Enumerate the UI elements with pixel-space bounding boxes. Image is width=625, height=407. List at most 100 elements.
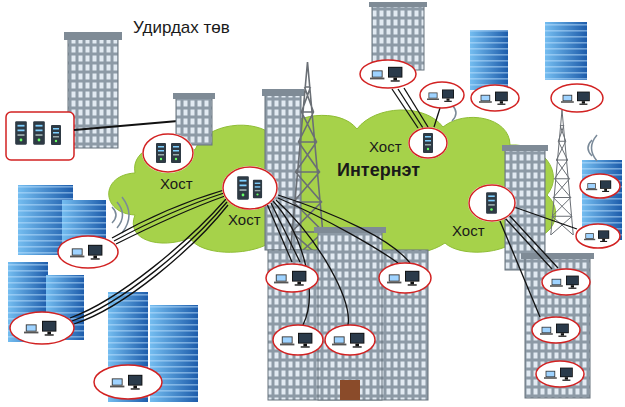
office-computers [273, 325, 323, 355]
host-circle: Хост [142, 133, 194, 173]
host-label: Хост [160, 175, 193, 192]
office-building [521, 253, 594, 259]
internet-cloud: ИнтернэтХостХостХостХост [95, 95, 565, 255]
cloud-shape [109, 110, 556, 255]
network-cable [273, 201, 309, 325]
office-computers [551, 84, 603, 112]
host-outline [468, 184, 516, 222]
host-building [173, 93, 215, 99]
host-outline [142, 133, 194, 173]
control-center-label: Удирдах төв [133, 18, 230, 38]
glass-building [470, 30, 508, 90]
glass-building [470, 30, 508, 90]
text-holder: Хост [228, 211, 261, 228]
office-computers [360, 60, 416, 88]
host-building [502, 145, 548, 151]
text-holder: Хост [369, 138, 402, 155]
host-server-icons [486, 192, 497, 214]
text-holder: Хост [452, 222, 485, 239]
server-room-box [33, 121, 45, 144]
host-server-icons [253, 180, 262, 198]
host-server-icons [237, 176, 249, 199]
office-computers [332, 333, 364, 348]
host-circle: Хост [222, 166, 278, 210]
office-computers [280, 333, 312, 348]
host-server-icons [468, 184, 516, 222]
office-computers [532, 317, 580, 343]
office-computers [550, 276, 579, 289]
host-server-icons [171, 143, 181, 163]
office-computers [266, 264, 318, 292]
office-building [521, 253, 594, 398]
office-computers [10, 312, 74, 344]
text-holder: Хост [160, 175, 193, 192]
host-outline [222, 166, 278, 210]
glass-building [470, 22, 587, 90]
wireless-signal [592, 135, 598, 161]
host-outline [408, 127, 448, 159]
office-computers [274, 271, 306, 286]
glass-building [545, 22, 587, 80]
office-building [369, 2, 427, 7]
glass-building [545, 22, 587, 80]
office-computers [58, 236, 118, 268]
host-circle: Хост [408, 127, 448, 159]
office-computers [586, 180, 611, 192]
office-computers [387, 271, 419, 286]
text-holder: Интернэт [337, 160, 420, 181]
office-computers [479, 92, 508, 105]
host-outline [223, 167, 277, 209]
office-computers [94, 365, 162, 399]
office-computers [10, 60, 620, 399]
text-holder: Удирдах төв [133, 18, 230, 38]
network-cable [500, 221, 540, 317]
office-computers [576, 224, 620, 248]
network-cable [514, 207, 577, 229]
control-center-building [68, 38, 118, 148]
office-computers [70, 245, 102, 260]
control-center-building [64, 32, 122, 40]
glass-building [108, 292, 148, 402]
control-link-wire [74, 121, 178, 130]
internet-label: Интернэт [337, 160, 420, 181]
office-computers [542, 269, 590, 295]
host-outline [469, 185, 515, 221]
office-computers [379, 263, 431, 293]
office-computers [325, 325, 375, 355]
host-label: Хост [228, 211, 261, 228]
office-computers [584, 230, 609, 242]
office-computers [544, 368, 573, 381]
office-building [369, 2, 427, 70]
host-building [262, 89, 304, 96]
wireless-signal [112, 207, 116, 223]
server-room-box [6, 112, 74, 160]
office-building [340, 380, 360, 400]
server-room-box [51, 125, 61, 145]
host-circle: Хост [468, 184, 516, 222]
office-building [318, 232, 382, 400]
host-outline [143, 134, 193, 172]
host-server-icons [222, 166, 278, 210]
host-server-icons [408, 127, 448, 159]
office-building [525, 258, 590, 398]
office-building [314, 227, 386, 233]
office-computers [580, 174, 620, 198]
office-computers [370, 67, 402, 82]
host-server-icons [142, 133, 194, 173]
office-computers [561, 92, 590, 105]
server-room-box [15, 121, 27, 144]
office-computers [427, 90, 454, 102]
radio-tower [551, 110, 574, 235]
network-cable [70, 88, 577, 325]
office-computers [24, 321, 56, 336]
host-label: Хост [452, 222, 485, 239]
network-cable [271, 203, 300, 262]
office-computers [420, 82, 464, 108]
office-computers [110, 375, 142, 390]
glass-building [108, 292, 148, 402]
office-computers [536, 361, 584, 387]
server-room-box [6, 112, 74, 160]
office-computers [540, 324, 569, 337]
